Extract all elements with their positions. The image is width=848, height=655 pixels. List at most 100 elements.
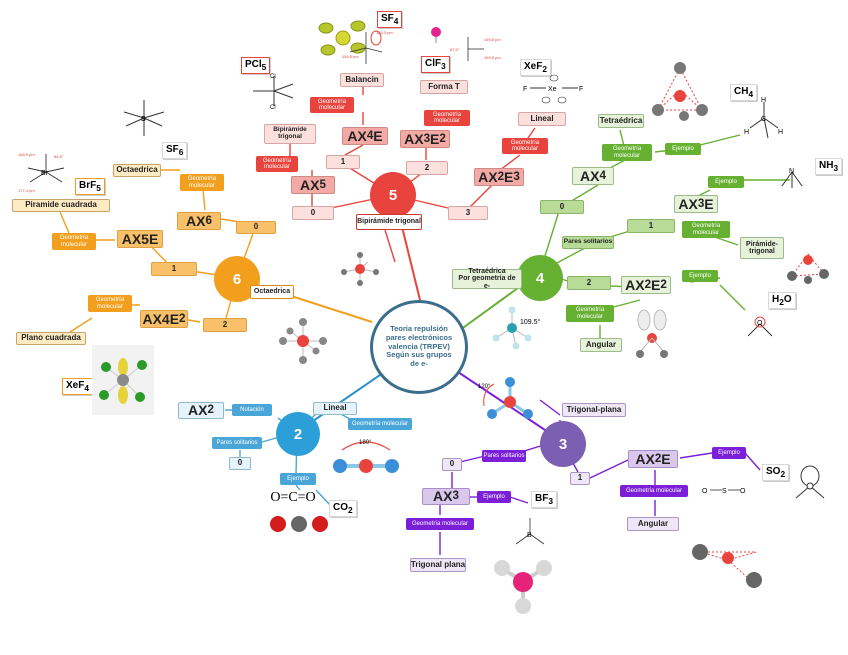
g6-ax5e-notation[interactable]: AX5E [117, 230, 163, 248]
g4-shape-label[interactable]: Tetraédrica Por geometría de e- [452, 268, 522, 290]
g6-example-xef4: XeF4 [62, 378, 93, 395]
central-topic-node[interactable]: Teoria repulsión pares electrónicos vale… [370, 300, 468, 394]
g4-count-1[interactable]: 1 [627, 219, 675, 233]
g6-geometry-ax6[interactable]: Octaedrica [113, 164, 161, 177]
xef4-ball-model-icon [92, 345, 154, 415]
group-3-node[interactable]: 3 [540, 421, 586, 467]
g5-count-2[interactable]: 2 [406, 161, 448, 175]
g6-geometry-ax6-text: Octaedrica [116, 165, 158, 175]
g3-example-so2: SO2 [762, 464, 790, 481]
so2-ball-model-icon [692, 544, 762, 588]
g4-pairs-label[interactable]: Pares solitarios [562, 236, 614, 249]
g6-count-1-text: 1 [171, 263, 177, 273]
g3-geom-ax3[interactable]: Geometría molecular [406, 518, 474, 530]
g6-geom-ax6[interactable]: Geometría molecular [180, 174, 224, 191]
g6-example-sf6: SF6 [162, 142, 188, 159]
g5-ax5-main: AX [300, 176, 320, 193]
g2-count-0[interactable]: 0 [229, 457, 251, 470]
g6-geometry-ax5e[interactable]: Piramide cuadrada [12, 199, 110, 212]
g5-geometry-ax4e[interactable]: Balancin [340, 73, 384, 87]
group-5-node[interactable]: 5 [370, 172, 416, 218]
g4-geom-ax3e[interactable]: Geometría molecular [682, 221, 730, 238]
g4-geometry-ax4[interactable]: Tetraédrica [598, 114, 644, 128]
g3-geometry-ax2e-text: Angular [637, 518, 669, 528]
g5-geom-ax2e3[interactable]: Geometría molecular [502, 138, 548, 154]
g3-ax2e-main: AX [635, 450, 655, 467]
g6-geom-ax5e[interactable]: Geometría molecular [52, 233, 96, 250]
g5-geometry-ax5[interactable]: Bipirámide trigonal [264, 124, 316, 144]
g5-shape-label[interactable]: Bipirámide trigonal [356, 214, 422, 230]
g6-geometry-ax4e2[interactable]: Plano cuadrada [16, 332, 86, 345]
group-2-node[interactable]: 2 [276, 412, 320, 456]
g4-count-1-text: 1 [648, 220, 654, 230]
g4-geometry-ax2e2[interactable]: Angular [580, 338, 622, 352]
g5-geom-ax5[interactable]: Geometría molecular [256, 156, 298, 172]
g5-count-1[interactable]: 1 [326, 155, 360, 169]
g5-count-2-text: 2 [424, 162, 430, 172]
nh3-ball-model-icon [787, 253, 829, 284]
g5-example-clf3: ClF3 [421, 56, 450, 73]
g3-count-1[interactable]: 1 [570, 472, 590, 485]
group-2-number: 2 [293, 425, 303, 443]
g4-count-0[interactable]: 0 [540, 200, 584, 214]
so2-center-atom: S [722, 488, 727, 495]
g3-count-0[interactable]: 0 [442, 458, 462, 471]
g3-pairs-label[interactable]: Pares solitarios [482, 450, 526, 462]
g2-notation-label[interactable]: Notación [232, 404, 272, 416]
g5-count-0[interactable]: 0 [292, 206, 334, 220]
g4-nh3-main: NH [819, 160, 834, 171]
g4-count-2[interactable]: 2 [567, 276, 611, 290]
brf5-length-1: 168.9 pm [18, 152, 35, 157]
g5-geometry-ax3e2[interactable]: Forma T [420, 80, 468, 94]
g6-shape-label[interactable]: Octaedrica [250, 285, 294, 299]
g4-example-ax3e[interactable]: Ejemplo [708, 176, 744, 188]
g3-example-ax3[interactable]: Ejemplo [477, 491, 511, 503]
g6-count-2[interactable]: 2 [203, 318, 247, 332]
g2-lewis-text: O=C=O [270, 489, 316, 505]
g2-shape-label[interactable]: Lineal [313, 402, 357, 415]
g6-count-1[interactable]: 1 [151, 262, 197, 276]
g6-geom-ax4e2[interactable]: Geometría molecular [88, 295, 132, 312]
g5-count-3[interactable]: 3 [448, 206, 488, 220]
g3-example-ax2e[interactable]: Ejemplo [712, 447, 746, 459]
g4-geometry-ax2e2-text: Angular [585, 339, 617, 349]
g6-geom-ax6-text: Geometría molecular [187, 176, 217, 189]
g4-geom-ax4[interactable]: Geometría molecular [602, 144, 652, 161]
sf4-length-2: 154.5 pm [342, 54, 359, 59]
g4-geom-ax2e2[interactable]: Geometría molecular [566, 305, 614, 322]
group-4-node[interactable]: 4 [517, 255, 563, 301]
g5-geom-ax4e[interactable]: Geometría molecular [310, 97, 354, 113]
g4-example-ax2e2[interactable]: Ejemplo [682, 270, 718, 282]
g3-geom-ax2e[interactable]: Geometría molecular [620, 485, 688, 497]
g6-geom-ax5e-text: Geometría molecular [59, 235, 89, 248]
brf5-angle: 84.8° [54, 154, 64, 159]
g5-geom-ax3e2[interactable]: Geometría molecular [424, 110, 470, 126]
g4-geometry-ax3e[interactable]: Pirámide- trigonal [740, 237, 784, 259]
g2-example-label[interactable]: Ejemplo [280, 473, 316, 485]
g4-h2o-main: H [772, 294, 780, 305]
g2-pairs-label[interactable]: Pares solitarios [212, 437, 262, 449]
g5-geometry-ax2e3[interactable]: Lineal [518, 112, 566, 126]
g4-ax3e-main: AX [678, 195, 698, 212]
g3-shape-label[interactable]: Trigonal-plana [562, 403, 626, 417]
g3-geometry-ax3-text: Trigonal plana [410, 559, 466, 569]
g3-geometry-ax2e[interactable]: Angular [627, 517, 679, 531]
g6-sf6-main: SF [166, 144, 179, 155]
g6-count-0[interactable]: 0 [236, 221, 276, 234]
g2-geom-label[interactable]: Geometría molecular [348, 418, 412, 430]
g3-geometry-ax3[interactable]: Trigonal plana [410, 558, 466, 572]
g4-example-ax4[interactable]: Ejemplo [665, 143, 701, 155]
bf3-structure-icon: B [515, 518, 545, 545]
